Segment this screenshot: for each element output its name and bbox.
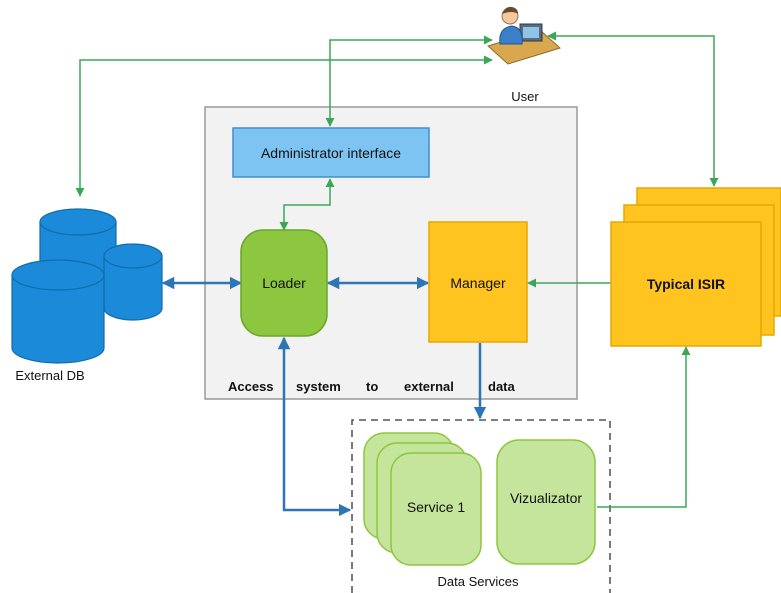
database-icon [11,208,163,364]
loader-box [240,229,328,337]
connector-loader-service [277,336,352,517]
access-system-word-2: system [296,379,341,394]
user-at-computer-icon [487,6,561,65]
data-services-label: Data Services [438,574,519,589]
access-system-word-3: to [366,379,378,394]
manager-box [428,221,528,343]
access-system-word-5: data [488,379,516,394]
access-system-word-1: Access [228,379,274,394]
connector-user-isir [547,31,719,187]
external-db-label: External DB [15,368,84,383]
connector-user-admin [325,35,493,127]
administrator-interface-box [232,127,430,178]
typical-isir-box [610,221,762,347]
connector-admin-loader [279,178,335,231]
user-label: User [511,89,539,104]
typical-isir-label: Typical ISIR [647,276,725,292]
loader-label: Loader [262,275,306,291]
service-1-box [390,452,482,566]
vizualizator-box [496,439,596,565]
access-system-word-4: external [404,379,454,394]
administrator-interface-label: Administrator interface [261,145,401,161]
service-1-label: Service 1 [407,499,466,515]
connector-vizualizator-isir [597,346,691,508]
manager-label: Manager [450,275,506,291]
vizualizator-label: Vizualizator [510,490,582,506]
